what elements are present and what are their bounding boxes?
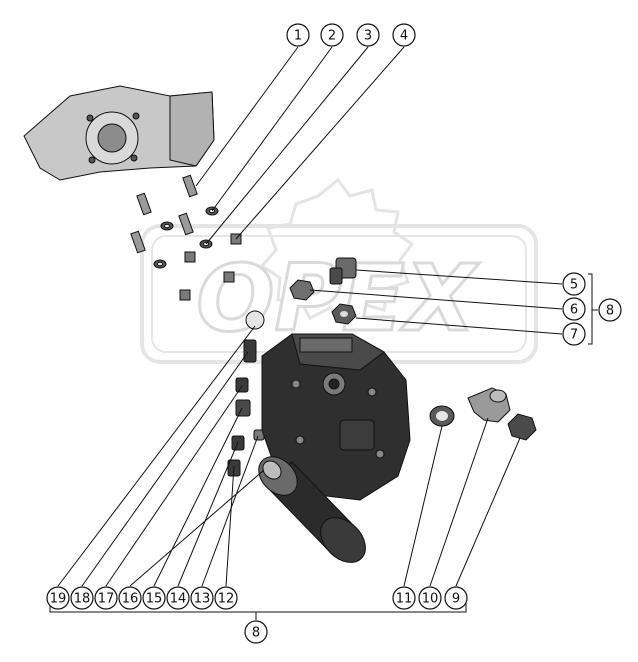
callout-circle	[356, 23, 380, 47]
callout-circle	[562, 322, 586, 346]
pump-body	[261, 333, 411, 501]
callout-label: 11	[396, 592, 413, 607]
callout-label: 17	[98, 592, 115, 607]
callout-c4: 4	[392, 23, 416, 47]
callout-c5: 5	[562, 272, 586, 296]
callout-circle	[166, 586, 190, 610]
callout-label: 4	[400, 29, 408, 44]
callout-circle	[562, 272, 586, 296]
studs	[130, 174, 198, 254]
callout-c18: 18	[70, 586, 94, 610]
callout-circle	[244, 620, 268, 644]
callout-circle	[190, 586, 214, 610]
callout-label: 2	[328, 29, 336, 44]
callout-label: 19	[50, 592, 67, 607]
callout-label: 16	[122, 592, 139, 607]
callout-circle	[392, 586, 416, 610]
callout-label: 1	[294, 29, 302, 44]
callout-c17: 17	[94, 586, 118, 610]
callout-c14: 14	[166, 586, 190, 610]
callout-label: 9	[452, 592, 460, 607]
callout-circle	[286, 23, 310, 47]
pump-housing	[23, 85, 215, 181]
callout-circle	[70, 586, 94, 610]
callout-circle	[444, 586, 468, 610]
callout-label: 3	[364, 29, 372, 44]
callout-circle	[562, 297, 586, 321]
callout-label: 13	[194, 592, 211, 607]
callout-c6: 6	[562, 297, 586, 321]
callout-c3: 3	[356, 23, 380, 47]
callout-c13: 13	[190, 586, 214, 610]
leader-lines	[49, 46, 598, 620]
callout-label: 7	[570, 328, 578, 343]
callout-circle	[214, 586, 238, 610]
callout-c1: 1	[286, 23, 310, 47]
callout-label: 8	[606, 304, 614, 319]
callout-circle	[94, 586, 118, 610]
callout-label: 6	[570, 303, 578, 318]
callout-c10: 10	[418, 586, 442, 610]
callout-c19: 19	[46, 586, 70, 610]
callout-label: 10	[422, 592, 439, 607]
callout-c15: 15	[142, 586, 166, 610]
callout-label: 5	[570, 278, 578, 293]
callout-c11: 11	[392, 586, 416, 610]
callout-circle	[418, 586, 442, 610]
right-fittings	[429, 387, 537, 441]
callout-c8a: 8	[598, 298, 622, 322]
callout-c7: 7	[562, 322, 586, 346]
callout-circle	[598, 298, 622, 322]
callout-c12: 12	[214, 586, 238, 610]
callout-c9: 9	[444, 586, 468, 610]
callout-circle	[142, 586, 166, 610]
upper-fittings	[289, 257, 357, 325]
callout-circle	[118, 586, 142, 610]
callout-c16: 16	[118, 586, 142, 610]
callout-label: 12	[218, 592, 235, 607]
callout-circle	[392, 23, 416, 47]
callout-c2: 2	[320, 23, 344, 47]
callout-label: 18	[74, 592, 91, 607]
callout-label: 15	[146, 592, 163, 607]
watermark-gear	[259, 177, 415, 325]
filter-canister	[258, 456, 366, 563]
callout-circle	[46, 586, 70, 610]
callout-c8b: 8	[244, 620, 268, 644]
callout-label: 14	[170, 592, 187, 607]
callout-label: 8	[252, 626, 260, 641]
callout-circle	[320, 23, 344, 47]
